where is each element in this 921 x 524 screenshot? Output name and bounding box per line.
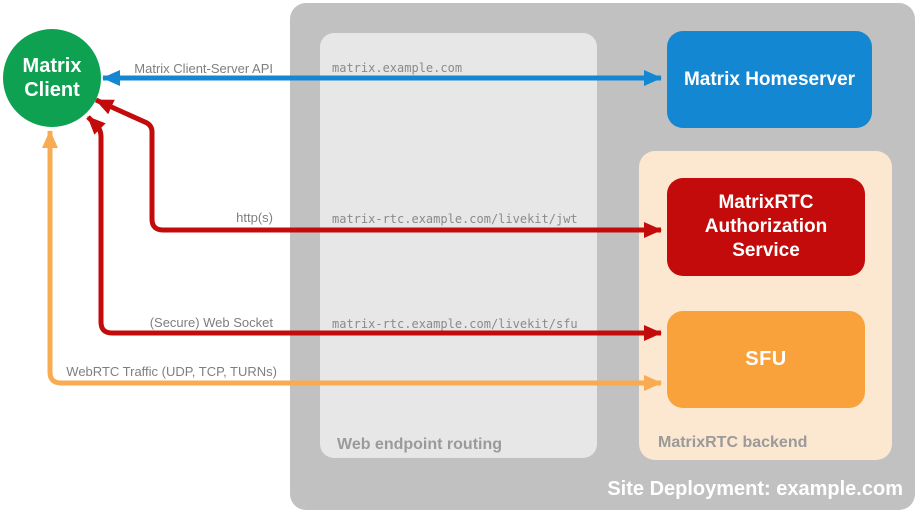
matrix-client-node: Matrix Client bbox=[3, 29, 101, 127]
https-label: http(s) bbox=[236, 210, 273, 225]
webrtc-traffic-label: WebRTC Traffic (UDP, TCP, TURNs) bbox=[66, 364, 277, 379]
matrixrtc-backend-caption: MatrixRTC backend bbox=[658, 434, 808, 451]
web-endpoint-routing-caption: Web endpoint routing bbox=[337, 436, 503, 453]
site-deployment-title: Site Deployment: example.com bbox=[607, 478, 903, 500]
endpoint-livekit-jwt: matrix-rtc.example.com/livekit/jwt bbox=[332, 212, 578, 226]
matrix-homeserver-node: Matrix Homeserver bbox=[667, 31, 872, 128]
client-server-api-label: Matrix Client-Server API bbox=[134, 61, 273, 76]
web-socket-label: (Secure) Web Socket bbox=[149, 315, 273, 330]
endpoint-homeserver-host: matrix.example.com bbox=[332, 61, 463, 75]
sfu-node: SFU bbox=[667, 311, 865, 408]
web-endpoint-routing-panel bbox=[320, 33, 597, 458]
matrixrtc-authorization-service-node: MatrixRTC Authorization Service bbox=[667, 178, 865, 276]
endpoint-livekit-sfu: matrix-rtc.example.com/livekit/sfu bbox=[332, 317, 578, 331]
